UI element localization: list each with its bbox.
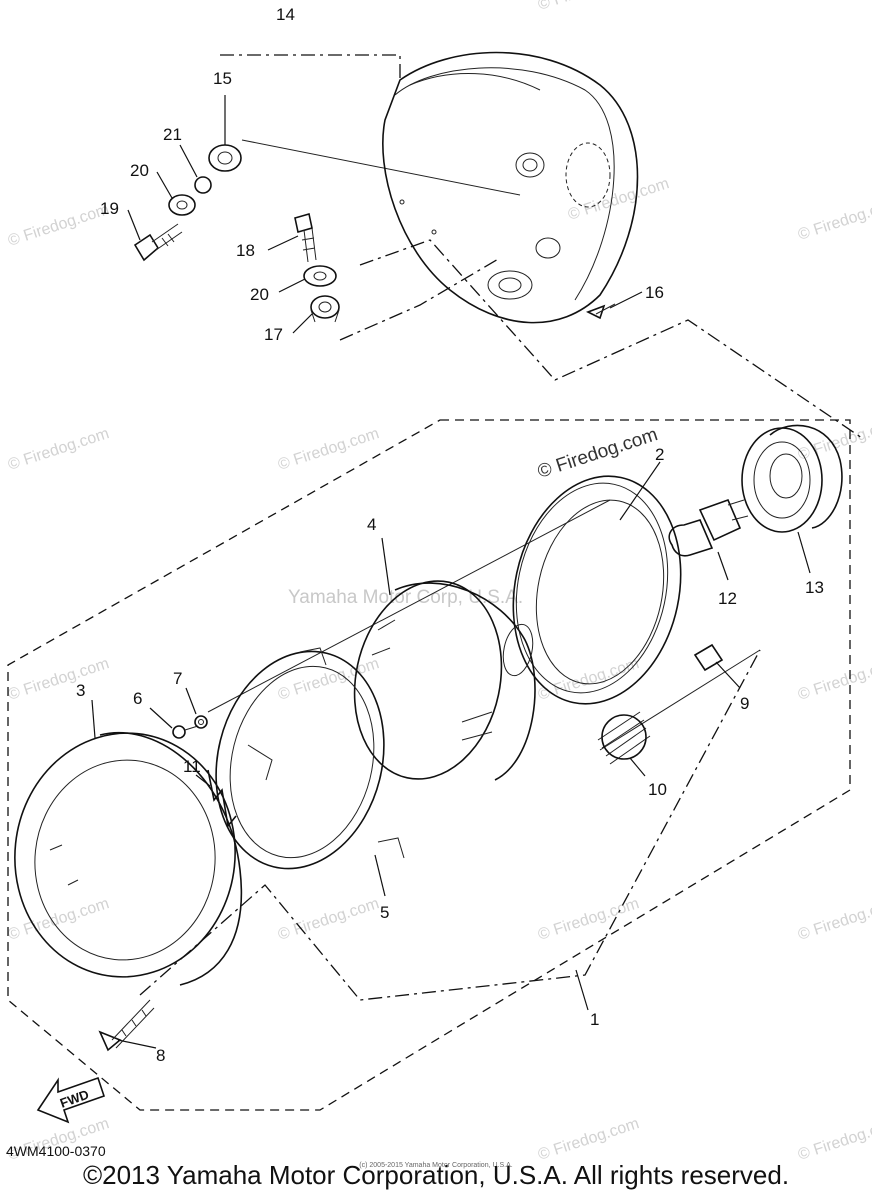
adjuster-parts	[597, 643, 724, 765]
callout-8: 8	[156, 1046, 165, 1065]
callout-12: 12	[718, 589, 737, 608]
callout-4: 4	[367, 515, 376, 534]
callout-1: 1	[590, 1010, 599, 1029]
assembly-reference-line	[139, 649, 761, 1001]
watermark: © Firedog.com	[536, 895, 641, 944]
watermark-prominent: © Firedog.com	[535, 424, 660, 483]
callout-5: 5	[380, 903, 389, 922]
bulb	[668, 498, 749, 557]
diagram-code: 4WM4100-0370	[6, 1143, 106, 1159]
tiny-copyright: (c) 2005-2015 Yamaha Motor Corporation, …	[359, 1162, 513, 1169]
watermark: © Firedog.com	[536, 0, 641, 14]
sealed-beam-unit	[353, 580, 536, 781]
watermark: © Firedog.com	[6, 655, 111, 704]
alignment-line	[241, 139, 521, 196]
alignment-line	[599, 649, 761, 751]
callout-15: 15	[213, 69, 232, 88]
watermark: © Firedog.com	[6, 201, 111, 250]
callout-2: 2	[655, 445, 664, 464]
watermark: © Firedog.com	[536, 1115, 641, 1164]
headlight-rim	[512, 475, 682, 705]
watermark-center: Yamaha Motor Corp, U.S.A.	[288, 587, 523, 608]
headlight-shell	[382, 51, 639, 324]
copyright-notice: ©2013 Yamaha Motor Corporation, U.S.A. A…	[82, 1160, 790, 1190]
callout-14: 14	[276, 5, 295, 24]
socket-cover	[741, 424, 843, 533]
callout-10: 10	[648, 780, 667, 799]
watermark: © Firedog.com	[6, 895, 111, 944]
callout-16: 16	[645, 283, 664, 302]
headlight-bezel	[14, 732, 243, 1052]
callout-6: 6	[133, 689, 142, 708]
callout-labels: 1 2 3 4 5 6 7 8 9 10 11 12 13 14 15 16 1…	[76, 5, 824, 1065]
watermark: © Firedog.com	[796, 655, 872, 704]
watermark: © Firedog.com	[276, 425, 381, 474]
assembly-reference-line	[220, 54, 401, 80]
callout-18: 18	[236, 241, 255, 260]
watermark: © Firedog.com	[796, 1115, 872, 1164]
callout-19: 19	[100, 199, 119, 218]
callout-7: 7	[173, 669, 182, 688]
watermark: © Firedog.com	[276, 655, 381, 704]
assembly-reference-line	[359, 239, 863, 439]
callout-3: 3	[76, 681, 85, 700]
callout-20-lower: 20	[250, 285, 269, 304]
headlight-unit-boundary	[7, 419, 851, 1111]
callout-13: 13	[805, 578, 824, 597]
callout-21: 21	[163, 125, 182, 144]
forward-arrow-icon: FWD	[36, 1076, 106, 1124]
callout-11: 11	[183, 757, 201, 776]
assembly-reference-line	[339, 257, 501, 341]
mounting-hardware	[133, 144, 616, 323]
watermark: © Firedog.com	[566, 175, 671, 224]
watermark: © Firedog.com	[796, 895, 872, 944]
callout-9: 9	[740, 694, 749, 713]
alignment-line	[207, 499, 611, 713]
mounting-ring	[215, 647, 405, 870]
watermark: © Firedog.com	[276, 895, 381, 944]
watermark: © Firedog.com	[6, 425, 111, 474]
watermark: © Firedog.com	[796, 195, 872, 244]
callout-leaders	[91, 95, 811, 1049]
assembly-outlines	[7, 54, 863, 1111]
callout-20-upper: 20	[130, 161, 149, 180]
callout-17: 17	[264, 325, 283, 344]
